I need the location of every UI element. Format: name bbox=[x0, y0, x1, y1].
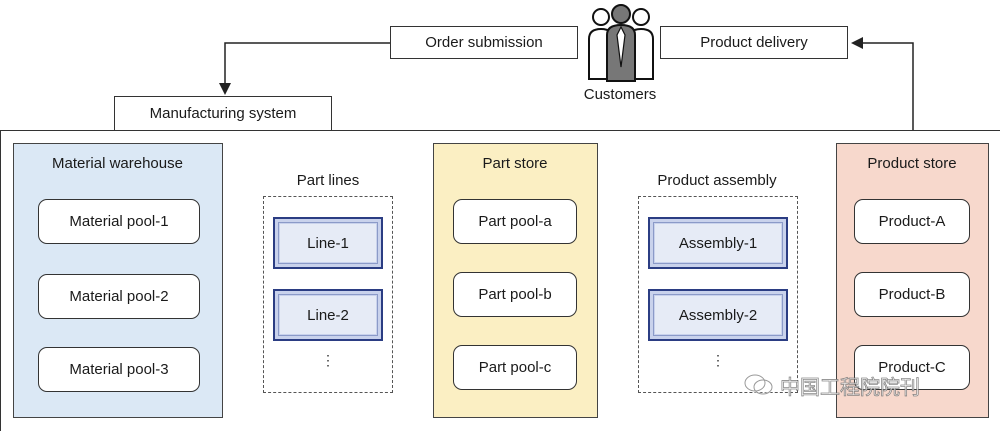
watermark-text: 中国工程院院刊 bbox=[780, 374, 921, 399]
product-c-label: Product-C bbox=[878, 359, 946, 376]
watermark: 中国工程院院刊 bbox=[744, 372, 921, 399]
product-a: Product-A bbox=[854, 199, 970, 244]
material-pool-1: Material pool-1 bbox=[38, 199, 200, 244]
part-pool-a-label: Part pool-a bbox=[478, 213, 552, 230]
customers-label: Customers bbox=[583, 86, 657, 103]
order-submission-label: Order submission bbox=[425, 34, 543, 51]
part-pool-c-label: Part pool-c bbox=[478, 359, 552, 376]
wechat-icon bbox=[744, 373, 774, 396]
product-delivery-box: Product delivery bbox=[660, 26, 848, 59]
product-assembly-group: Assembly-1 Assembly-2 ⋮ bbox=[638, 196, 798, 393]
material-pool-2-label: Material pool-2 bbox=[69, 288, 169, 305]
order-flow-line bbox=[224, 42, 390, 84]
part-pool-c: Part pool-c bbox=[453, 345, 577, 390]
product-store-title: Product store bbox=[867, 155, 957, 172]
manufacturing-system-label: Manufacturing system bbox=[149, 105, 297, 122]
product-store-panel: Product store Product-A Product-B Produc… bbox=[836, 143, 989, 418]
assembly-ellipsis: ⋮ bbox=[711, 352, 725, 368]
assembly-2: Assembly-2 bbox=[648, 289, 788, 341]
part-lines-ellipsis: ⋮ bbox=[321, 352, 335, 368]
material-pool-2: Material pool-2 bbox=[38, 274, 200, 319]
order-arrowhead bbox=[219, 83, 231, 95]
part-pool-b-label: Part pool-b bbox=[478, 286, 552, 303]
material-pool-3: Material pool-3 bbox=[38, 347, 200, 392]
manufacturing-system-tab: Manufacturing system bbox=[114, 96, 332, 131]
part-lines-group: Line-1 Line-2 ⋮ bbox=[263, 196, 393, 393]
delivery-flow-line bbox=[862, 42, 914, 142]
material-pool-3-label: Material pool-3 bbox=[69, 361, 169, 378]
delivery-arrowhead bbox=[851, 37, 863, 49]
product-delivery-label: Product delivery bbox=[700, 34, 808, 51]
line-2-label: Line-2 bbox=[307, 306, 349, 324]
material-warehouse-title: Material warehouse bbox=[52, 155, 183, 172]
part-lines-title: Part lines bbox=[296, 172, 360, 189]
order-submission-box: Order submission bbox=[390, 26, 578, 59]
line-2: Line-2 bbox=[273, 289, 383, 341]
part-pool-b: Part pool-b bbox=[453, 272, 577, 317]
product-b-label: Product-B bbox=[878, 286, 946, 303]
line-1: Line-1 bbox=[273, 217, 383, 269]
product-b: Product-B bbox=[854, 272, 970, 317]
assembly-1-label: Assembly-1 bbox=[678, 234, 758, 252]
part-store-panel: Part store Part pool-a Part pool-b Part … bbox=[433, 143, 598, 418]
part-pool-a: Part pool-a bbox=[453, 199, 577, 244]
assembly-1: Assembly-1 bbox=[648, 217, 788, 269]
product-c: Product-C bbox=[854, 345, 970, 390]
line-1-label: Line-1 bbox=[307, 234, 349, 252]
material-warehouse-panel: Material warehouse Material pool-1 Mater… bbox=[13, 143, 223, 418]
product-assembly-title: Product assembly bbox=[657, 172, 777, 189]
product-a-label: Product-A bbox=[878, 213, 946, 230]
material-pool-1-label: Material pool-1 bbox=[69, 213, 169, 230]
part-store-title: Part store bbox=[482, 155, 548, 172]
assembly-2-label: Assembly-2 bbox=[678, 306, 758, 324]
customers-icon bbox=[588, 4, 654, 82]
